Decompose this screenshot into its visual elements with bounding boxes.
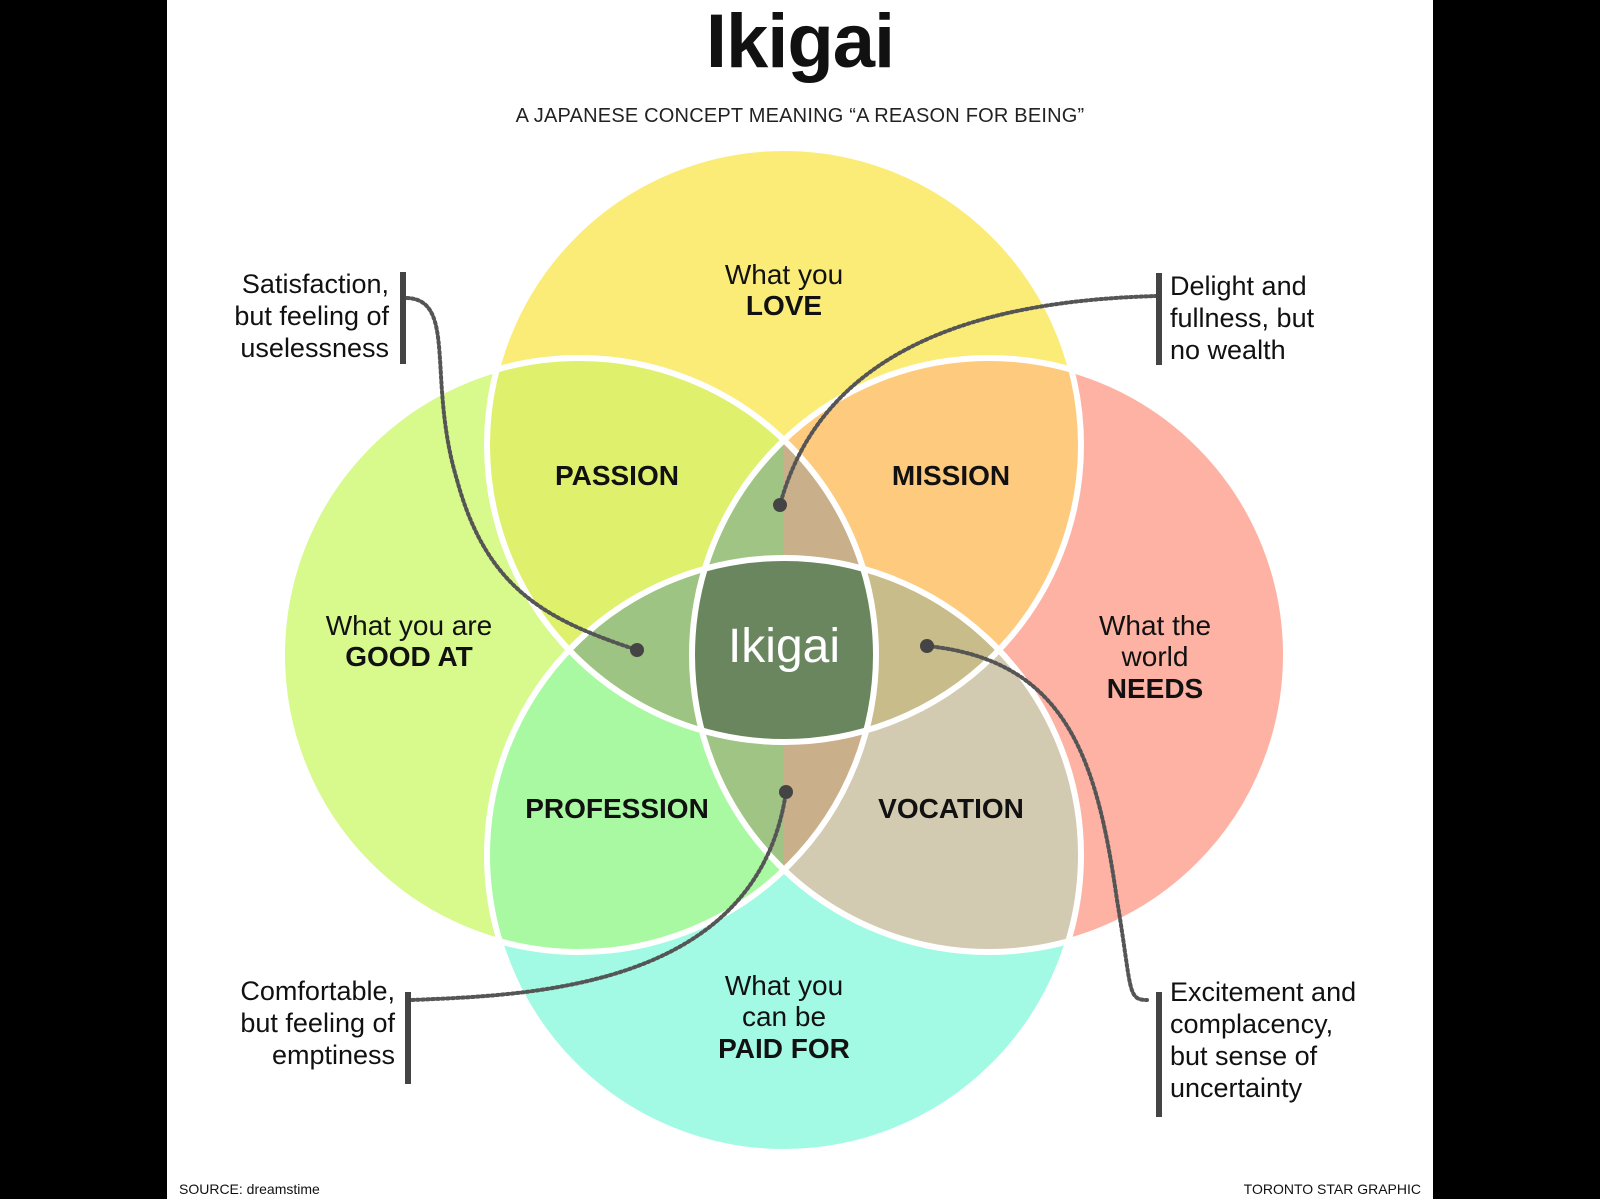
note-line: but sense of [1170,1041,1318,1071]
note-bar [400,272,406,364]
connector-bottom-right [925,644,1149,1002]
ikigai-graphic: Ikigai A JAPANESE CONCEPT MEANING “A REA… [167,0,1433,1199]
note-line: Delight and [1170,271,1307,301]
label-paid-for: What you can be PAID FOR [674,970,894,1064]
note-top-right: Delight and fullness, but no wealth [1170,270,1314,366]
label-good-at-emph: GOOD AT [345,641,473,673]
label-paid-for-line1: What you [724,970,844,1001]
label-profession: PROFESSION [525,793,709,824]
label-paid-for-emph: PAID FOR [718,1032,850,1064]
note-bar [405,992,411,1084]
note-bottom-right: Excitement and complacency, but sense of… [1170,976,1356,1104]
label-needs-emph: NEEDS [1106,672,1204,704]
connector-dot [920,639,934,653]
connector-top-left [405,296,639,652]
footer-source: SOURCE: dreamstime [179,1181,320,1197]
connector-dot [773,498,787,512]
label-paid-for-line2: can be [741,1001,827,1033]
note-line: complacency, [1170,1009,1334,1039]
note-bar [1156,273,1162,365]
note-bottom-left: Comfortable, but feeling of emptiness [197,975,395,1071]
note-line: emptiness [271,1040,395,1070]
note-line: uselessness [240,333,389,363]
label-needs-line1: What the [1098,610,1212,641]
page-title: Ikigai [705,0,895,84]
label-good-at: What you are GOOD AT [289,611,529,672]
label-needs: What the world NEEDS [1055,610,1255,704]
note-bar [1156,992,1162,1117]
note-line: no wealth [1170,335,1286,365]
note-line: uncertainty [1170,1073,1303,1103]
label-love-emph: LOVE [745,290,823,322]
label-passion: PASSION [555,460,679,491]
label-love-line1: What you [724,259,844,290]
label-good-at-line1: What you are [325,610,493,641]
footer-credit: TORONTO STAR GRAPHIC [1243,1181,1421,1197]
note-line: Comfortable, [240,976,395,1006]
note-line: but feeling of [240,1008,395,1038]
label-needs-line2: world [1121,641,1189,673]
region-ikigai-center [692,558,876,742]
connector-dot [779,785,793,799]
note-top-left: Satisfaction, but feeling of uselessness [197,268,389,364]
label-mission: MISSION [891,460,1011,491]
connector-bottom-left [410,790,788,1002]
label-vocation: VOCATION [878,793,1024,824]
label-ikigai-center: Ikigai [727,620,841,673]
connector-dot [630,643,644,657]
note-line: but feeling of [234,301,389,331]
note-line: fullness, but [1170,303,1315,333]
note-line: Satisfaction, [241,269,389,299]
connector-top-right [778,294,1159,507]
note-line: Excitement and [1170,977,1357,1007]
venn-diagram [279,145,1289,1155]
page-subtitle: A JAPANESE CONCEPT MEANING “A REASON FOR… [515,105,1085,127]
label-love: What you LOVE [684,260,884,321]
